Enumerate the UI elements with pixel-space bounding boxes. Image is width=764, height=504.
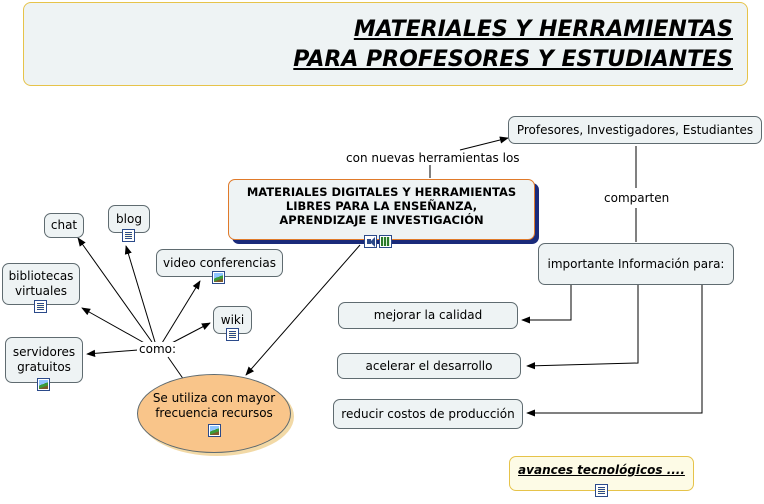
video-conferencias-label: video conferencias bbox=[163, 255, 276, 270]
wiki-label: wiki bbox=[220, 312, 245, 327]
recursos-node[interactable]: Se utiliza con mayor frecuencia recursos bbox=[137, 374, 291, 453]
chat-node[interactable]: chat bbox=[44, 213, 84, 238]
wiki-node[interactable]: wiki bbox=[213, 306, 252, 334]
title-banner: MATERIALES Y HERRAMIENTAS PARA PROFESORE… bbox=[23, 2, 748, 86]
audio-icon[interactable] bbox=[364, 235, 377, 248]
document-icon[interactable] bbox=[122, 229, 135, 242]
chat-label: chat bbox=[50, 218, 78, 232]
blog-label: blog bbox=[116, 211, 142, 226]
central-attachments bbox=[364, 231, 392, 250]
video-conferencias-node[interactable]: video conferencias bbox=[156, 249, 283, 277]
acelerar-label: acelerar el desarrollo bbox=[365, 358, 493, 373]
bibliotecas-label-2: virtuales bbox=[14, 284, 67, 298]
link-label-como: como: bbox=[137, 342, 179, 356]
importante-node[interactable]: importante Información para: bbox=[538, 243, 734, 285]
title-line-1: MATERIALES Y HERRAMIENTAS bbox=[353, 17, 733, 42]
image-icon[interactable] bbox=[37, 378, 50, 391]
blog-node[interactable]: blog bbox=[108, 205, 150, 233]
reducir-node[interactable]: reducir costos de producción bbox=[333, 399, 523, 429]
reducir-label: reducir costos de producción bbox=[341, 406, 515, 421]
film-icon[interactable] bbox=[379, 235, 392, 248]
mejorar-node[interactable]: mejorar la calidad bbox=[338, 302, 518, 329]
acelerar-node[interactable]: acelerar el desarrollo bbox=[337, 353, 521, 379]
profesores-label: Profesores, Investigadores, Estudiantes bbox=[516, 122, 754, 137]
image-icon[interactable] bbox=[212, 271, 225, 284]
link-label-comparten: comparten bbox=[602, 191, 672, 205]
profesores-node[interactable]: Profesores, Investigadores, Estudiantes bbox=[508, 116, 762, 144]
recursos-label-1: Se utiliza con mayor bbox=[152, 390, 276, 405]
title-line-2: PARA PROFESORES Y ESTUDIANTES bbox=[293, 47, 733, 72]
document-icon[interactable] bbox=[34, 300, 47, 313]
document-icon[interactable] bbox=[595, 484, 608, 497]
link-label-nuevas: con nuevas herramientas los bbox=[344, 151, 522, 165]
mejorar-label: mejorar la calidad bbox=[373, 308, 483, 322]
bibliotecas-label-1: bibliotecas bbox=[8, 269, 74, 283]
central-line-1: MATERIALES DIGITALES Y HERRAMIENTAS bbox=[246, 185, 517, 199]
servidores-label-2: gratuitos bbox=[17, 360, 71, 374]
recursos-label-2: frecuencia recursos bbox=[155, 405, 273, 420]
central-line-3: APRENDIZAJE E INVESTIGACIÓN bbox=[279, 213, 484, 227]
bibliotecas-node[interactable]: bibliotecas virtuales bbox=[2, 263, 80, 305]
avances-label: avances tecnológicos .... bbox=[518, 463, 685, 477]
central-line-2: LIBRES PARA LA ENSEÑANZA, bbox=[285, 199, 478, 213]
central-concept-node[interactable]: MATERIALES DIGITALES Y HERRAMIENTAS LIBR… bbox=[228, 179, 535, 240]
servidores-label-1: servidores bbox=[12, 345, 76, 359]
importante-label: importante Información para: bbox=[547, 256, 725, 271]
document-icon[interactable] bbox=[226, 328, 239, 341]
image-icon[interactable] bbox=[207, 423, 221, 437]
servidores-node[interactable]: servidores gratuitos bbox=[5, 337, 83, 383]
